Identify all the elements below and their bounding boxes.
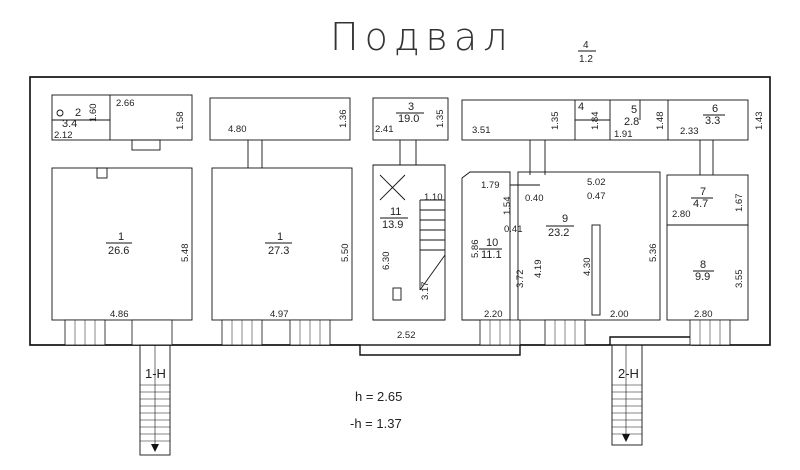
room-10-number: 10 [486,237,498,249]
dim-label: 0.41 [504,224,523,235]
room-9-number: 9 [562,213,568,225]
outer-wall-frame [29,76,771,346]
room-3-number: 3 [408,101,414,113]
dim-label: 2.80 [672,209,691,220]
dim-label: 4.19 [533,260,544,279]
plan-title: Подвал [330,15,513,59]
fixture-box [96,167,108,179]
dim-label: 1.91 [614,129,633,140]
room-2-area: 3.4 [62,118,77,130]
room-3-area: 19.0 [398,113,419,125]
room-10-area: 11.1 [481,249,502,261]
dim-label: 3.17 [420,282,431,301]
entrance-2-stair [611,344,643,446]
dim-label: 4.80 [228,124,247,135]
dim-label: 1.67 [734,194,745,213]
room-11-area: 13.9 [382,219,403,231]
dim-label: 0.40 [525,193,544,204]
column [591,224,601,316]
room-9-area: 23.2 [548,227,569,239]
dim-label: 1.48 [655,112,666,131]
dim-label: 2.66 [116,98,135,109]
room-1a-area: 26.6 [108,245,129,257]
dim-label: 2.41 [375,124,394,135]
niche [131,139,161,151]
dim-label: 1.79 [481,180,500,191]
sheet-fraction-bottom: 1.2 [579,54,593,65]
room-1b-area: 27.3 [268,245,289,257]
sheet-fraction-top: 4 [583,40,589,51]
room-3-outline [372,97,449,141]
room-10-outline [461,171,511,321]
room-2-number: 2 [75,107,81,119]
dim-label: 4.30 [582,258,593,277]
dim-label: 4.86 [110,309,129,320]
dim-label: 1.84 [590,112,601,131]
dim-label: 1.36 [338,110,349,129]
dim-label: 1.58 [175,112,186,131]
room-1b-outline [211,167,353,321]
room-1b-number: 1 [277,231,283,243]
stair-cross [379,174,406,201]
room-8-area: 9.9 [695,271,710,283]
room-7-area: 4.7 [693,198,708,210]
room-4-number: 4 [578,101,584,113]
dim-label: 3.55 [734,270,745,289]
room-9-outline [517,171,661,321]
dim-label: 1.54 [502,197,513,216]
room-6-area: 3.3 [705,115,720,127]
dim-label: 5.86 [470,240,481,259]
corridor-section [209,97,351,141]
dim-label: 2.20 [484,309,503,320]
dim-label: 1.35 [550,112,561,131]
room-7-number: 7 [700,186,706,198]
room-6-number: 6 [712,103,718,115]
toilet-fixture [392,287,402,301]
down-arrow-icon [151,444,159,452]
dim-label: 1.35 [435,110,446,129]
room-11-outline [372,164,446,321]
dim-label: 1.10 [424,192,443,203]
dim-label: 0.47 [587,191,606,202]
stair-diagonal [419,254,446,291]
height-h: h = 2.65 [355,389,402,404]
down-arrow-icon [622,434,630,442]
dim-label: 1.60 [88,104,99,123]
dim-label: 5.02 [587,177,606,188]
dim-label: 1.43 [754,112,765,131]
dim-label: 5.48 [180,244,191,263]
dim-label: 4.97 [270,309,289,320]
dim-label: 2.33 [680,126,699,137]
entrance-2-label: 2-Н [618,366,639,381]
room-5-number: 5 [631,104,637,116]
entrance-1-label: 1-Н [145,366,166,381]
room-5-area: 2.8 [624,116,639,128]
dim-label: 2.80 [694,309,713,320]
dim-label: 6.30 [381,252,392,271]
dim-label: 2.52 [397,330,416,341]
room-1a-number: 1 [118,231,124,243]
sink-icon [56,109,64,117]
dim-label: 3.51 [472,125,491,136]
height-neg-h: -h = 1.37 [350,416,402,431]
corridor-right [461,99,749,141]
room-1a-outline [51,167,193,321]
dim-label: 3.72 [515,270,526,289]
room-8-number: 8 [700,259,706,271]
dim-label: 2.00 [610,309,629,320]
window [131,319,173,346]
dim-label: 5.36 [648,244,659,263]
dim-label: 2.12 [54,130,73,141]
dim-label: 5.50 [340,244,351,263]
room-2-outline [51,94,193,141]
room-11-number: 11 [390,206,401,218]
